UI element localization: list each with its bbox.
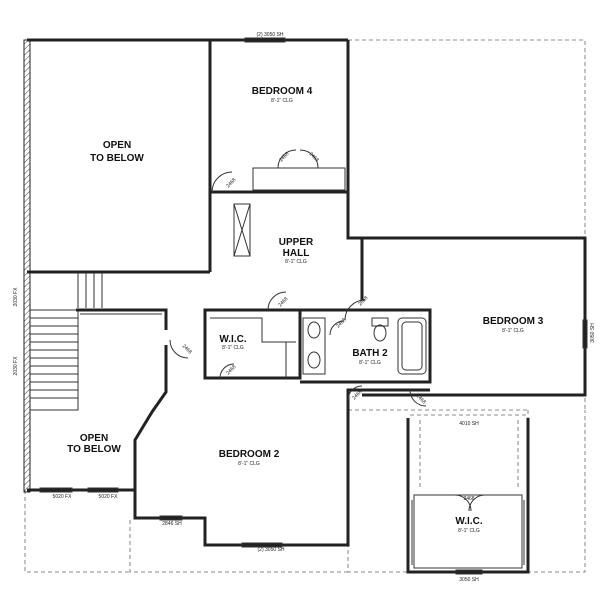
bed2-walls <box>133 345 430 547</box>
door-bath-entry-tag: 2468 <box>335 317 347 329</box>
room-labels: BEDROOM 4 8'-1" CLG OPEN TO BELOW UPPER … <box>67 86 544 534</box>
sink-a <box>307 321 321 339</box>
sink-b <box>307 351 321 369</box>
open-top-line1: OPEN <box>103 140 131 151</box>
window-bed2-small-tag: 2846 SH <box>162 521 182 527</box>
bedroom2-ceiling: 8'-1" CLG <box>238 461 260 467</box>
wic-left-label: W.I.C. <box>219 334 246 345</box>
window-wic-top-tag: 4010 SH <box>459 421 479 427</box>
vanity <box>302 317 326 375</box>
window-right <box>582 319 588 349</box>
open-bottom-line1: OPEN <box>80 433 108 444</box>
open-bottom-line2: TO BELOW <box>67 444 121 455</box>
bed4-right-wall <box>346 40 364 275</box>
attic-access <box>233 203 251 257</box>
window-top-tag: (2) 3050 SH <box>257 32 284 38</box>
window-tags: (2) 3050 SH 3050 SH 2030 FX 2030 FX 5020… <box>13 32 596 583</box>
wic-right-ceiling: 8'-1" CLG <box>458 528 480 534</box>
window-bottom-right-tag: 3050 SH <box>459 577 479 583</box>
bedroom4-ceiling: 8'-1" CLG <box>271 98 293 104</box>
bath2-walls <box>300 308 432 384</box>
upper-hall-line1: UPPER <box>279 237 314 248</box>
wic-right-walls <box>406 418 530 574</box>
bathtub <box>397 317 427 375</box>
bedroom3-ceiling: 8'-1" CLG <box>502 328 524 334</box>
upper-hall-ceiling: 8'-1" CLG <box>285 259 307 265</box>
walls <box>23 38 587 574</box>
window-bottom-left-b-tag: 5020 FX <box>99 494 119 500</box>
upper-hall-line2: HALL <box>283 248 310 259</box>
toilet <box>373 324 387 342</box>
door-bed3-entry-tag: 2868 <box>357 295 369 307</box>
bed3-walls <box>362 236 587 397</box>
window-bottom-mid-tag: (2) 3050 SH <box>258 547 285 553</box>
wic-left-ceiling: 8'-1" CLG <box>222 345 244 351</box>
stair-rail <box>77 272 103 308</box>
window-bottom-left-a-tag: 5020 FX <box>53 494 73 500</box>
door-hall-wic-tag: 2468 <box>277 296 289 308</box>
door-wic-right-entry-tag: 2468 <box>463 496 474 502</box>
door-bed4-closet-a-tag: 2468 <box>278 151 290 163</box>
open-top-line2: TO BELOW <box>90 153 144 164</box>
left-exterior-wall <box>23 39 31 493</box>
bedroom4-label: BEDROOM 4 <box>252 86 313 97</box>
bedroom3-label: BEDROOM 3 <box>483 316 544 327</box>
window-left-lower-tag: 2030 FX <box>13 356 19 376</box>
bedroom2-label: BEDROOM 2 <box>219 449 280 460</box>
stairs <box>30 308 168 411</box>
wic-right-label: W.I.C. <box>455 516 482 527</box>
doors <box>169 149 486 512</box>
bath2-label: BATH 2 <box>352 348 388 359</box>
door-bed4-closet-b-tag: 2468 <box>308 151 320 163</box>
window-left-upper-tag: 2030 FX <box>13 287 19 307</box>
door-bed4-entry-tag: 2468 <box>225 177 237 189</box>
bath2-ceiling: 8'-1" CLG <box>359 360 381 366</box>
door-wic-left-entry-tag: 2468 <box>181 343 193 355</box>
bed4-closet <box>252 167 346 191</box>
window-top <box>244 37 286 43</box>
window-right-tag: 3050 SH <box>590 323 596 343</box>
